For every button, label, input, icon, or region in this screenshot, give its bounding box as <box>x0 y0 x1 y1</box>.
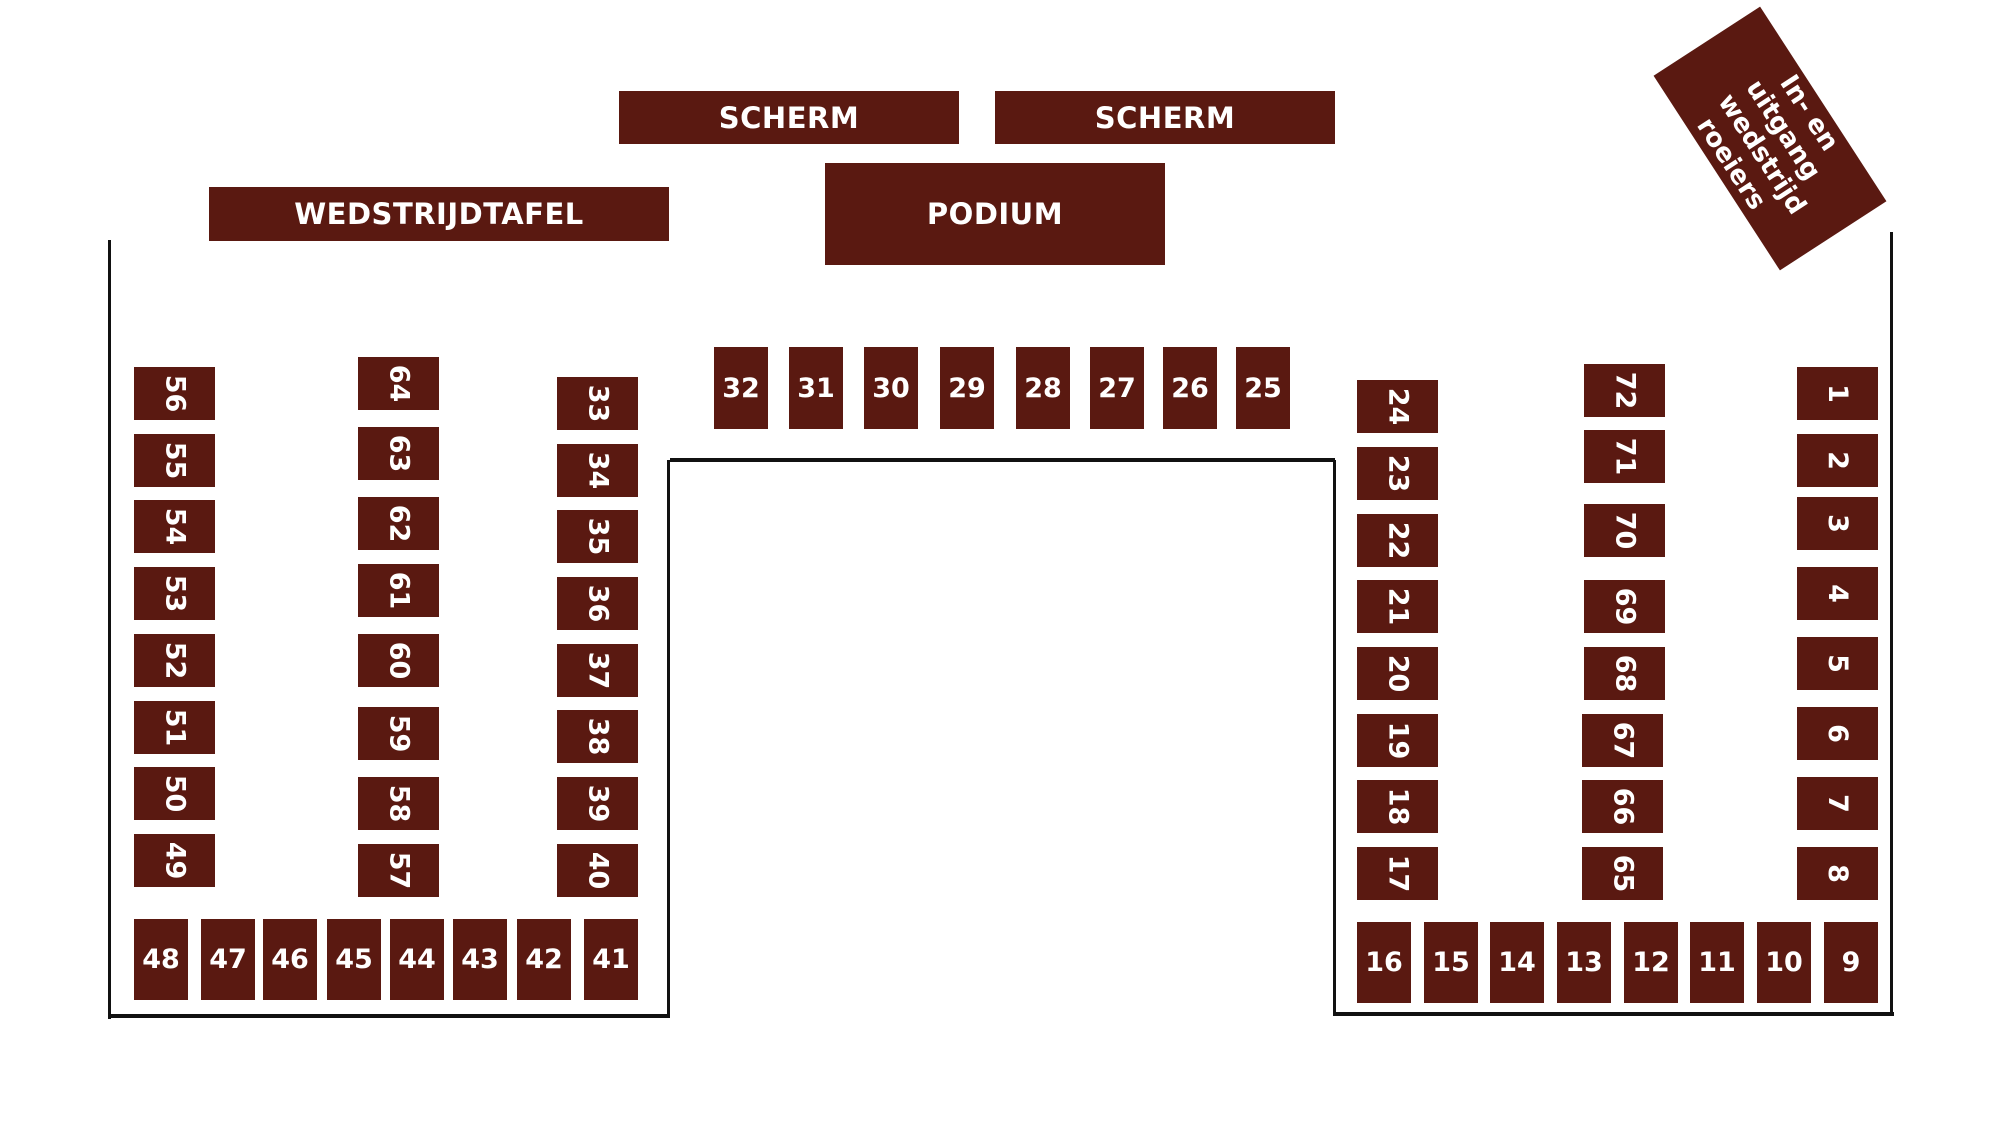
wall-right-inner <box>1333 460 1336 1016</box>
jury-table: WEDSTRIJDTAFEL <box>209 187 669 241</box>
seat-10[interactable]: 10 <box>1757 922 1811 1003</box>
seat-62[interactable]: 62 <box>358 497 439 550</box>
seat-1[interactable]: 1 <box>1797 367 1878 420</box>
seat-17[interactable]: 17 <box>1357 847 1438 900</box>
seat-8[interactable]: 8 <box>1797 847 1878 900</box>
seat-13[interactable]: 13 <box>1557 922 1611 1003</box>
seat-22[interactable]: 22 <box>1357 514 1438 567</box>
seat-48[interactable]: 48 <box>134 919 188 1000</box>
seat-21[interactable]: 21 <box>1357 580 1438 633</box>
seat-9[interactable]: 9 <box>1824 922 1878 1003</box>
seat-32[interactable]: 32 <box>714 347 768 429</box>
seat-34[interactable]: 34 <box>557 444 638 497</box>
seat-40[interactable]: 40 <box>557 844 638 897</box>
entrance-exit-sign: In- en uitgang wedstrijd roeiers <box>1653 6 1887 271</box>
seat-35[interactable]: 35 <box>557 510 638 563</box>
wall-left-outer <box>108 240 111 1019</box>
seat-30[interactable]: 30 <box>864 347 918 429</box>
wall-center-top <box>670 458 1335 462</box>
seat-55[interactable]: 55 <box>134 434 215 487</box>
seat-25[interactable]: 25 <box>1236 347 1290 429</box>
seat-19[interactable]: 19 <box>1357 714 1438 767</box>
seat-60[interactable]: 60 <box>358 634 439 687</box>
seat-12[interactable]: 12 <box>1624 922 1678 1003</box>
seat-52[interactable]: 52 <box>134 634 215 687</box>
seat-72[interactable]: 72 <box>1584 364 1665 417</box>
seat-15[interactable]: 15 <box>1424 922 1478 1003</box>
seat-54[interactable]: 54 <box>134 500 215 553</box>
seat-51[interactable]: 51 <box>134 701 215 754</box>
seat-26[interactable]: 26 <box>1163 347 1217 429</box>
seat-31[interactable]: 31 <box>789 347 843 429</box>
seat-58[interactable]: 58 <box>358 777 439 830</box>
seat-57[interactable]: 57 <box>358 844 439 897</box>
seat-71[interactable]: 71 <box>1584 430 1665 483</box>
screen-left: SCHERM <box>619 91 959 144</box>
wall-right-bottom <box>1336 1012 1894 1016</box>
seat-44[interactable]: 44 <box>390 919 444 1000</box>
seat-16[interactable]: 16 <box>1357 922 1411 1003</box>
seat-45[interactable]: 45 <box>327 919 381 1000</box>
seat-68[interactable]: 68 <box>1584 647 1665 700</box>
seat-49[interactable]: 49 <box>134 834 215 887</box>
seat-41[interactable]: 41 <box>584 919 638 1000</box>
stage: PODIUM <box>825 163 1165 265</box>
seat-29[interactable]: 29 <box>940 347 994 429</box>
seat-6[interactable]: 6 <box>1797 707 1878 760</box>
seat-23[interactable]: 23 <box>1357 447 1438 500</box>
wall-left-bottom <box>111 1014 669 1018</box>
entrance-exit-label: In- en uitgang wedstrijd roeiers <box>1690 69 1845 220</box>
seat-3[interactable]: 3 <box>1797 497 1878 550</box>
seat-61[interactable]: 61 <box>358 564 439 617</box>
seat-18[interactable]: 18 <box>1357 780 1438 833</box>
seat-63[interactable]: 63 <box>358 427 439 480</box>
seat-47[interactable]: 47 <box>201 919 255 1000</box>
seat-53[interactable]: 53 <box>134 567 215 620</box>
wall-left-inner <box>667 460 670 1018</box>
seat-7[interactable]: 7 <box>1797 777 1878 830</box>
seat-65[interactable]: 65 <box>1582 847 1663 900</box>
seat-42[interactable]: 42 <box>517 919 571 1000</box>
seat-59[interactable]: 59 <box>358 707 439 760</box>
seat-64[interactable]: 64 <box>358 357 439 410</box>
seat-33[interactable]: 33 <box>557 377 638 430</box>
seat-27[interactable]: 27 <box>1090 347 1144 429</box>
seat-20[interactable]: 20 <box>1357 647 1438 700</box>
seat-39[interactable]: 39 <box>557 777 638 830</box>
seat-69[interactable]: 69 <box>1584 580 1665 633</box>
screen-right: SCHERM <box>995 91 1335 144</box>
seat-5[interactable]: 5 <box>1797 637 1878 690</box>
seat-37[interactable]: 37 <box>557 644 638 697</box>
seat-66[interactable]: 66 <box>1582 780 1663 833</box>
seat-36[interactable]: 36 <box>557 577 638 630</box>
seat-28[interactable]: 28 <box>1016 347 1070 429</box>
seat-4[interactable]: 4 <box>1797 567 1878 620</box>
seat-38[interactable]: 38 <box>557 710 638 763</box>
seat-11[interactable]: 11 <box>1690 922 1744 1003</box>
seat-70[interactable]: 70 <box>1584 504 1665 557</box>
seat-50[interactable]: 50 <box>134 767 215 820</box>
seat-56[interactable]: 56 <box>134 367 215 420</box>
seat-14[interactable]: 14 <box>1490 922 1544 1003</box>
wall-right-outer <box>1890 232 1893 1016</box>
seat-2[interactable]: 2 <box>1797 434 1878 487</box>
seat-46[interactable]: 46 <box>263 919 317 1000</box>
seat-67[interactable]: 67 <box>1582 714 1663 767</box>
seat-43[interactable]: 43 <box>453 919 507 1000</box>
seat-24[interactable]: 24 <box>1357 380 1438 433</box>
